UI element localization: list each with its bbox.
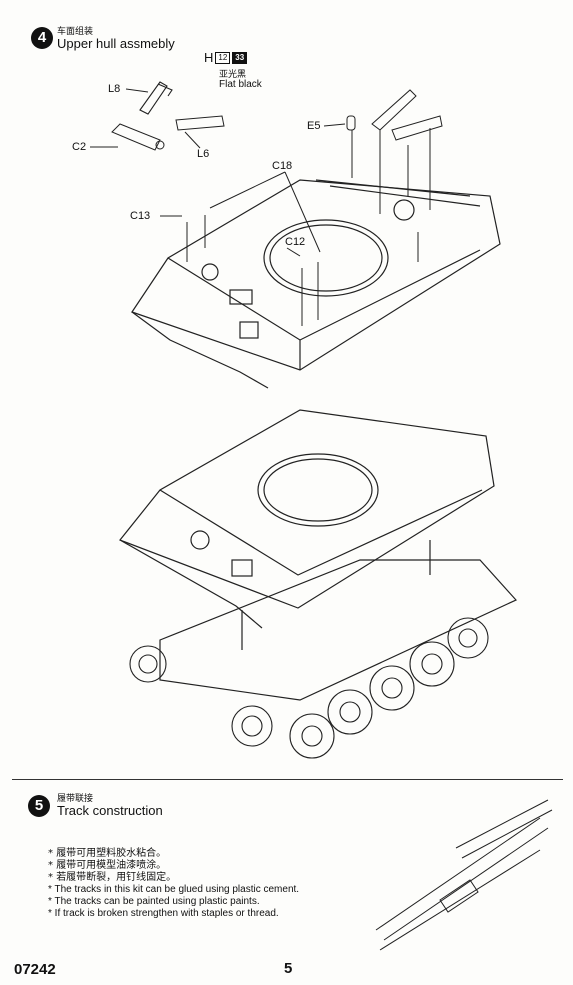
step-5-badge: 5 [28, 795, 50, 817]
note-cn-2: * 履带可用模型油漆喷涂。 [48, 860, 167, 871]
page-number: 5 [284, 960, 293, 977]
tool-e5 [346, 115, 356, 131]
step-4-title-cn: 车面组装 [57, 27, 94, 37]
note-en-2: * The tracks can be painted using plasti… [48, 896, 260, 907]
section-divider [12, 779, 563, 780]
leader-c12 [286, 247, 301, 257]
leader-l8 [125, 88, 149, 93]
tool-l8 [139, 81, 173, 115]
upper-hull-top [131, 179, 501, 389]
note-cn-3: * 若履带断裂，用钉线固定。 [48, 872, 177, 883]
note-en-1: * The tracks in this kit can be glued us… [48, 884, 300, 895]
track-links [375, 799, 553, 951]
road-wheels [129, 617, 489, 759]
part-label-c13: C13 [130, 210, 151, 222]
leader-c18-a [209, 171, 286, 209]
step-4-title-en: Upper hull assmebly [57, 36, 175, 51]
leader-l6 [184, 131, 201, 149]
part-label-c2: C2 [72, 141, 87, 153]
note-en-3: * If track is broken strengthen with sta… [48, 908, 279, 919]
paint-name-en: Flat black [219, 79, 262, 90]
paint-letter: H [204, 50, 214, 65]
part-label-c18: C18 [272, 160, 293, 172]
paint-code-2: 33 [232, 51, 248, 64]
step-5-title-cn: 履带联接 [57, 794, 94, 804]
tool-c2 [111, 123, 165, 151]
leader-e5 [323, 123, 346, 127]
lower-chassis [159, 540, 517, 701]
leader-c18-b [284, 171, 321, 253]
part-label-e5: E5 [307, 120, 321, 132]
part-label-l8: L8 [108, 83, 121, 95]
step-5-title-en: Track construction [57, 803, 163, 818]
tool-right-pair [371, 89, 443, 141]
step-4-badge: 4 [31, 27, 53, 49]
part-label-l6: L6 [197, 148, 210, 160]
track-notes: * 履带可用塑料胶水粘合。 * 履带可用模型油漆喷涂。 * 若履带断裂，用钉线固… [48, 848, 299, 920]
paint-code: H 12 33 [204, 50, 248, 65]
assembled-hull [119, 409, 495, 629]
part-label-c12: C12 [285, 236, 306, 248]
paint-name-cn: 亚光黑 [219, 70, 247, 80]
paint-code-1: 12 [215, 51, 231, 64]
kit-number: 07242 [14, 961, 56, 978]
note-cn-1: * 履带可用塑料胶水粘合。 [48, 848, 167, 859]
tool-l6 [175, 115, 225, 131]
